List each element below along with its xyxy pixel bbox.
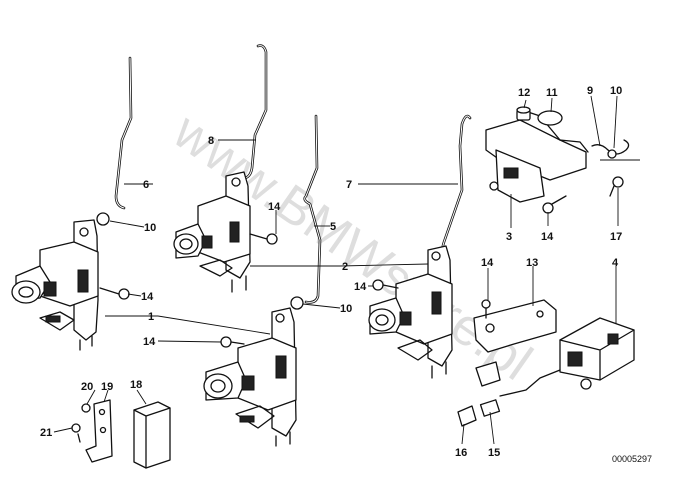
callout-14: 14 [141, 291, 154, 303]
callout-10: 10 [340, 303, 352, 315]
screw-14-f[interactable] [481, 299, 491, 319]
callout-12: 12 [518, 87, 530, 99]
callout-16: 16 [455, 447, 467, 459]
leader-lines [53, 95, 640, 445]
switch-4[interactable] [559, 317, 635, 390]
lock-actuator-assembly-top[interactable] [485, 111, 589, 203]
mounting-bracket-19[interactable] [85, 399, 113, 463]
callout-6: 6 [143, 179, 149, 191]
connecting-rod-6[interactable] [114, 56, 133, 210]
callout-21: 21 [40, 427, 52, 439]
callout-14: 14 [268, 201, 281, 213]
callout-20: 20 [81, 381, 93, 393]
seal-11[interactable] [537, 110, 563, 126]
rod-linkage-15[interactable] [479, 369, 561, 417]
callout-15: 15 [488, 447, 500, 459]
callout-3: 3 [506, 231, 512, 243]
nut-10-c[interactable] [607, 149, 617, 159]
callout-1: 1 [148, 311, 154, 323]
callout-14: 14 [354, 281, 367, 293]
bracket-13[interactable] [473, 299, 557, 387]
screw-14-e[interactable] [542, 195, 567, 214]
central-locking-actuator-right[interactable] [368, 245, 453, 379]
callout-13: 13 [526, 257, 538, 269]
callout-19: 19 [101, 381, 113, 393]
callout-18: 18 [130, 379, 142, 391]
clip-16[interactable] [457, 405, 477, 427]
callout-labels: 6 10 14 1 14 8 14 5 2 10 7 14 12 11 9 10… [40, 85, 622, 459]
callout-8: 8 [208, 135, 214, 147]
control-unit-18[interactable] [133, 401, 171, 469]
screw-14-a[interactable] [99, 287, 130, 300]
screw-17[interactable] [609, 176, 624, 197]
connecting-rod-5[interactable] [303, 114, 322, 304]
callout-14: 14 [143, 336, 156, 348]
screw-14-c[interactable] [220, 336, 245, 348]
callout-5: 5 [330, 221, 336, 233]
callout-14: 14 [541, 231, 554, 243]
screw-20[interactable] [81, 403, 91, 413]
central-locking-actuator-upper[interactable] [173, 171, 251, 293]
central-locking-actuator-left[interactable] [11, 219, 99, 351]
callout-2: 2 [342, 261, 348, 273]
callout-7: 7 [346, 179, 352, 191]
nut-10-a[interactable] [96, 212, 110, 226]
callout-17: 17 [610, 231, 622, 243]
screw-21[interactable] [71, 423, 81, 443]
callout-10: 10 [610, 85, 622, 97]
screw-14-d[interactable] [372, 279, 399, 291]
connecting-rod-7[interactable] [441, 114, 472, 260]
nut-10-b[interactable] [290, 296, 304, 310]
callout-9: 9 [587, 85, 593, 97]
screw-14-b[interactable] [249, 233, 278, 245]
callout-14: 14 [481, 257, 494, 269]
grommet-12[interactable] [516, 106, 531, 121]
callout-4: 4 [612, 257, 619, 269]
callout-11: 11 [546, 87, 558, 99]
callout-10: 10 [144, 222, 156, 234]
central-locking-actuator-lower[interactable] [203, 307, 297, 447]
diagram-code: 00005297 [612, 454, 652, 464]
